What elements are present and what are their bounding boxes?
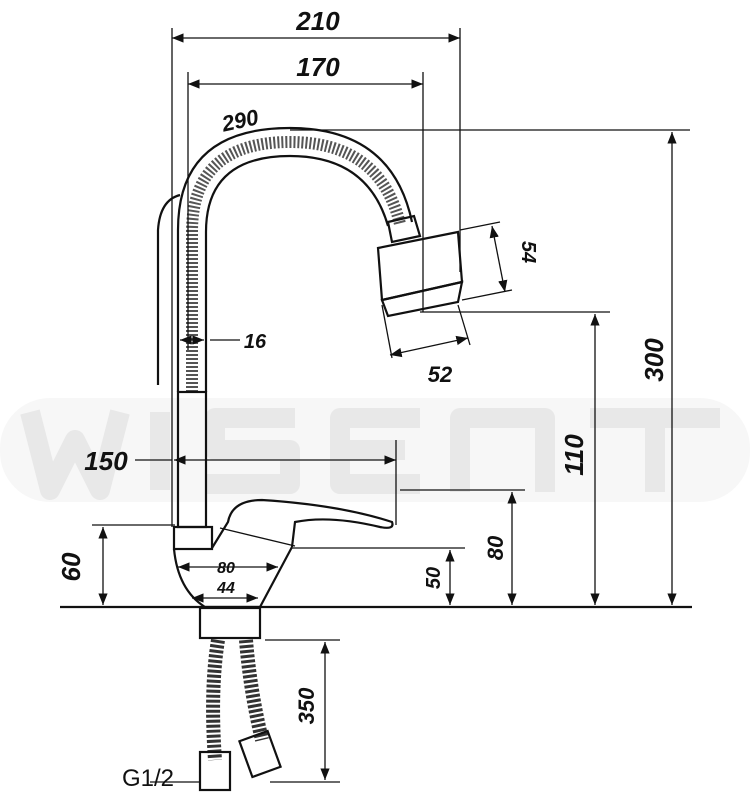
dim-supply-hose-length: 350 — [294, 687, 319, 724]
dim-lever-height: 80 — [483, 535, 508, 560]
dimension-labels: 210 170 290 54 16 52 300 110 150 80 60 8… — [56, 6, 669, 792]
dimension-lines — [92, 28, 690, 783]
dim-head-height: 54 — [517, 241, 539, 263]
dim-base-height: 60 — [56, 552, 86, 581]
dim-total-height: 300 — [639, 338, 669, 382]
dim-lever-length: 150 — [84, 446, 128, 476]
dim-reach-spout: 170 — [296, 52, 340, 82]
dim-head-width: 52 — [428, 362, 453, 387]
faucet-outline — [156, 126, 464, 792]
watermark-logo — [0, 398, 750, 502]
dim-reach-total: 210 — [295, 6, 340, 36]
dim-outlet-height: 110 — [559, 434, 589, 476]
dim-base-diameter: 44 — [216, 580, 235, 597]
dim-body-width: 80 — [217, 560, 235, 577]
thread-size-label: G1/2 — [122, 765, 174, 792]
dim-body-height: 50 — [423, 567, 445, 589]
dim-hose-diameter: 16 — [244, 331, 267, 353]
